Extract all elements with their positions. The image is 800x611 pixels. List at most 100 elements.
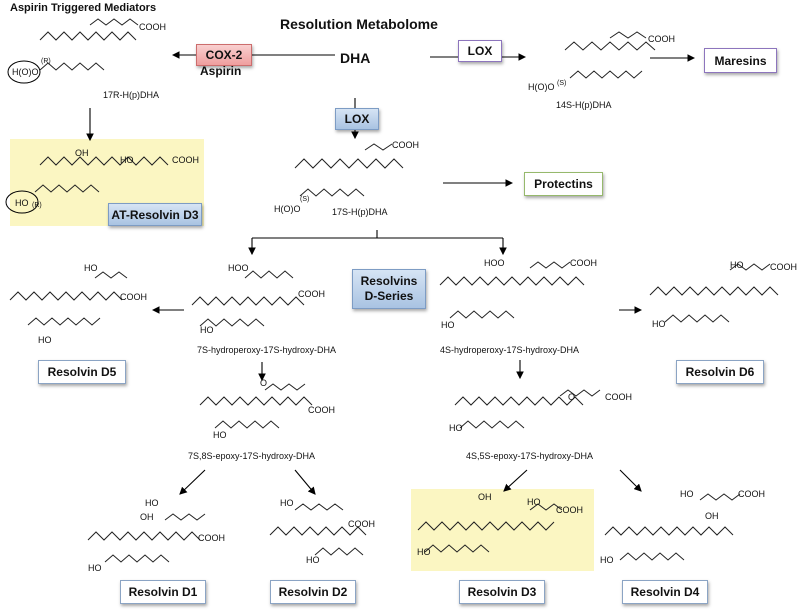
- intermediate-4s-hydroperoxy: 4S-hydroperoxy-17S-hydroxy-DHA: [440, 345, 580, 355]
- chain-d1-c: [164, 513, 206, 521]
- intermediate-4s5s-epoxy: 4S,5S-epoxy-17S-hydroxy-DHA: [466, 451, 594, 461]
- chain-ep7-b: [214, 420, 280, 429]
- chain-d5-b: [27, 317, 101, 326]
- cooh-d4: COOH: [738, 489, 765, 499]
- cooh-d1: COOH: [198, 533, 225, 543]
- hooh-14s: H(O)O: [528, 82, 555, 92]
- chain-17s-a: [294, 158, 404, 169]
- dha-label: DHA: [340, 50, 371, 66]
- circle-17r: [7, 60, 41, 84]
- chain-d6-a: [649, 286, 779, 296]
- chain-7s-c: [244, 270, 294, 279]
- r-17r: (R): [41, 58, 51, 65]
- intermediate-7s8s-epoxy: 7S,8S-epoxy-17S-hydroxy-DHA: [188, 451, 316, 461]
- chain-d6-c: [729, 263, 771, 271]
- chain-ep4-b: [459, 420, 525, 429]
- chain-ep4-a: [454, 396, 584, 406]
- maresins-box: Maresins: [704, 48, 777, 73]
- cooh-4s: COOH: [570, 258, 597, 268]
- ho-d6-17: HO: [652, 319, 666, 329]
- intermediate-17s-hpdha: 17S-H(p)DHA: [332, 207, 388, 217]
- hooh-17r: H(O)O: [12, 67, 39, 77]
- chain-d3-b: [424, 544, 490, 553]
- resolvin-d1-box: Resolvin D1: [120, 580, 206, 604]
- chain-17s-b: [299, 188, 365, 197]
- aspirin-triggered-heading: Aspirin Triggered Mediators: [10, 2, 157, 14]
- cooh-d2: COOH: [348, 519, 375, 529]
- chain-d2-b: [314, 547, 364, 556]
- chain-d5-c: [94, 271, 128, 279]
- cooh-14s: COOH: [648, 34, 675, 44]
- o-ep7s: O: [260, 378, 268, 388]
- resolvin-d3-box: Resolvin D3: [459, 580, 545, 604]
- cooh-d3: COOH: [556, 505, 583, 515]
- oh-d4: OH: [705, 511, 719, 521]
- ho-atd3-r: HO: [15, 198, 29, 208]
- resolvin-d3-highlight: [411, 489, 594, 571]
- chain-d4-b: [619, 552, 685, 561]
- cooh-ep4s: COOH: [605, 392, 632, 402]
- ho-d4: HO: [680, 489, 694, 499]
- resolvins-d-series-box: Resolvins D-Series: [352, 269, 426, 309]
- hoo-7s: HOO: [228, 263, 249, 273]
- page-title: Resolution Metabolome: [280, 16, 438, 32]
- cooh-d5: COOH: [120, 292, 147, 302]
- chain-d2-c: [294, 503, 344, 511]
- chain-4s-a: [439, 276, 585, 286]
- chain-ep4-c: [559, 389, 601, 397]
- hooh-17s: H(O)O: [274, 204, 301, 214]
- cooh-17s: COOH: [392, 140, 419, 150]
- chain-7s-b: [199, 318, 265, 327]
- at-resolvin-d3-box: AT-Resolvin D3: [108, 203, 202, 226]
- cooh-17r: COOH: [139, 22, 166, 32]
- s-14s: (S): [557, 80, 567, 87]
- oh-d1: OH: [140, 512, 154, 522]
- ho-d2-17: HO: [306, 555, 320, 565]
- ho-d5-17: HO: [38, 335, 52, 345]
- ho-d4-17: HO: [600, 555, 614, 565]
- cooh-ep7s: COOH: [308, 405, 335, 415]
- chain-17s-c: [364, 143, 393, 151]
- o-ep4s: O: [568, 392, 576, 402]
- cox2-enzyme-box: COX-2: [196, 44, 252, 66]
- intermediate-7s-hydroperoxy: 7S-hydroperoxy-17S-hydroxy-DHA: [197, 345, 337, 355]
- chain-d5-a: [9, 291, 123, 301]
- ho-d1: HO: [145, 498, 159, 508]
- chain-d6-b: [664, 314, 730, 323]
- chain-ep7-a: [199, 396, 313, 406]
- resolvin-d6-box: Resolvin D6: [676, 360, 764, 384]
- cooh-atd3: COOH: [172, 155, 199, 165]
- oh-d3: OH: [478, 492, 492, 502]
- lox-enzyme-box-top: LOX: [458, 40, 502, 62]
- ho-7s-17: HO: [200, 325, 214, 335]
- r-atd3: (R): [32, 202, 42, 209]
- resolvin-d2-box: Resolvin D2: [270, 580, 356, 604]
- ho-d3: HO: [527, 497, 541, 507]
- hoo-4s: HOO: [484, 258, 505, 268]
- ho-d1-17: HO: [88, 563, 102, 573]
- s-17s: (S): [300, 196, 310, 203]
- chain-14s-a: [564, 41, 656, 51]
- ho-atd3-s: HO: [120, 155, 134, 165]
- chain-d1-b: [104, 554, 170, 563]
- ho-4s-17: HO: [441, 320, 455, 330]
- chain-ep7-c: [264, 383, 306, 391]
- chain-14s-b: [569, 70, 643, 79]
- cooh-7s: COOH: [298, 289, 325, 299]
- chain-d4-a: [604, 526, 734, 536]
- chain-d3-c: [529, 503, 563, 511]
- chain-atd3-a: [39, 156, 169, 166]
- protectins-box: Protectins: [524, 172, 603, 196]
- chain-17r-c: [89, 18, 139, 26]
- intermediate-17r-hpdha: 17R-H(p)DHA: [103, 90, 160, 100]
- chain-14s-c: [609, 31, 647, 39]
- chain-17r-b: [39, 62, 105, 71]
- ho-d5: HO: [84, 263, 98, 273]
- chain-4s-b: [449, 310, 515, 319]
- chain-d3-a: [417, 521, 555, 531]
- cooh-d6: COOH: [770, 262, 797, 272]
- resolvin-d4-box: Resolvin D4: [622, 580, 708, 604]
- chain-d4-c: [699, 493, 741, 501]
